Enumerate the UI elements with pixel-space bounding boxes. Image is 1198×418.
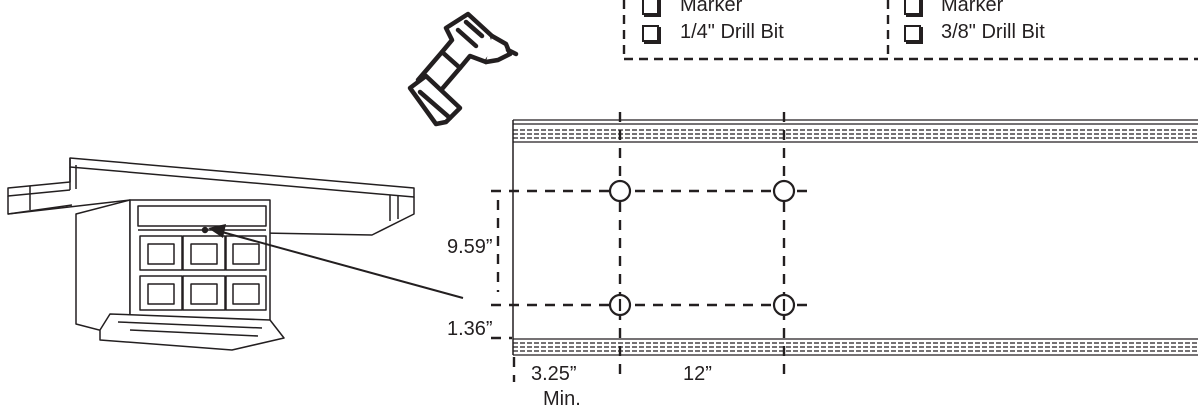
dimension-bottom-offset: 1.36” bbox=[447, 318, 493, 340]
checkbox-marker-right[interactable] bbox=[904, 0, 923, 17]
dimension-horizontal-spacing: 12” bbox=[683, 363, 712, 385]
checklist-item-marker-left: Marker bbox=[680, 0, 743, 16]
rail-profile bbox=[512, 119, 1198, 356]
checklist-item-drill-bit-quarter: 1/4" Drill Bit bbox=[680, 21, 784, 43]
checklist-item-drill-bit-three-eighths: 3/8" Drill Bit bbox=[941, 21, 1045, 43]
hole-bottom-left bbox=[608, 293, 632, 317]
drill-icon bbox=[407, 11, 519, 127]
checkbox-marker-left[interactable] bbox=[642, 0, 661, 17]
hole-top-right bbox=[772, 179, 796, 203]
dimension-left-offset-qualifier: Min. bbox=[543, 388, 581, 410]
hole-top-left bbox=[608, 179, 632, 203]
construction-lines bbox=[491, 112, 808, 382]
tool-checklist-box bbox=[622, 0, 1198, 61]
cabinet-illustration bbox=[7, 157, 415, 351]
dimension-left-offset: 3.25” bbox=[531, 363, 577, 385]
dimension-vertical-spacing: 9.59” bbox=[447, 236, 493, 258]
hole-bottom-right bbox=[772, 293, 796, 317]
checkbox-drill-bit-three-eighths[interactable] bbox=[904, 25, 923, 44]
checklist-item-marker-right: Marker bbox=[941, 0, 1004, 16]
leader-arrow bbox=[208, 224, 464, 299]
checkbox-drill-bit-quarter[interactable] bbox=[642, 25, 661, 44]
